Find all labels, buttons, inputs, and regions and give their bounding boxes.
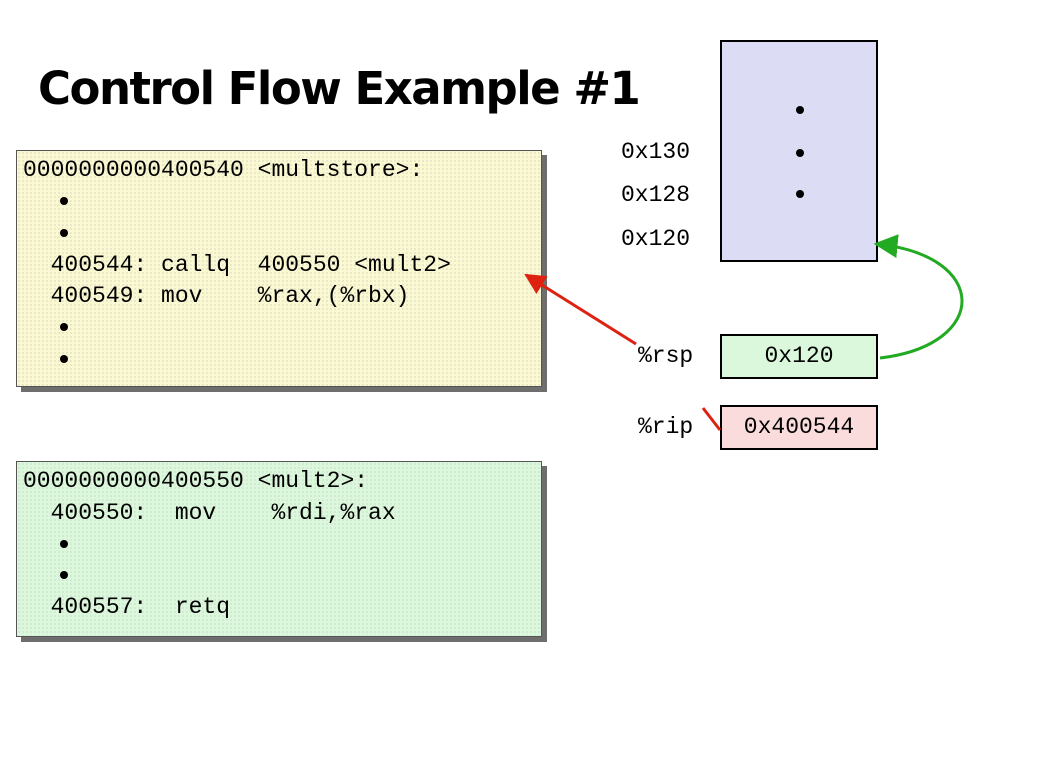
- stack-ellipsis-dot: [796, 149, 804, 157]
- ellipsis-dot: [60, 228, 68, 237]
- code-ellipsis-line: [23, 187, 541, 219]
- ellipsis-dot: [60, 571, 68, 580]
- code-function-header: 0000000000400540 <multstore>:: [23, 157, 424, 183]
- ellipsis-dot: [60, 197, 68, 206]
- mult2-code-block: 0000000000400550 <mult2>: 400550: mov %r…: [16, 461, 542, 637]
- code-ellipsis-line: [23, 344, 541, 376]
- stack-ellipsis-dot: [796, 190, 804, 198]
- stack-address-0x128: 0x128: [621, 182, 691, 208]
- code-ellipsis-line: [23, 561, 541, 593]
- stack-address-0x130: 0x130: [621, 139, 691, 165]
- code-line: 400544: callq 400550 <mult2>: [23, 251, 451, 278]
- rip-to-code-arrow: [524, 273, 637, 346]
- rsp-label: %rsp: [638, 343, 694, 369]
- multstore-code-block: 0000000000400540 <multstore>: 400544: ca…: [16, 150, 542, 387]
- slide-title: Control Flow Example #1: [38, 62, 641, 115]
- code-ellipsis-line: [23, 529, 541, 561]
- code-line: 400557: retq: [23, 594, 231, 620]
- ellipsis-dot: [60, 323, 68, 332]
- rsp-to-stack-arrow: [873, 234, 964, 360]
- rip-to-code-arrow-tail: [701, 407, 722, 431]
- rsp-register: 0x120: [720, 334, 878, 379]
- stack-address-0x120: 0x120: [621, 226, 691, 252]
- code-line: 400550: mov %rdi,%rax: [23, 499, 396, 526]
- code-ellipsis-line: [23, 218, 541, 250]
- ellipsis-dot: [60, 354, 68, 363]
- stack-ellipsis-dot: [796, 106, 804, 114]
- rip-register: 0x400544: [720, 405, 878, 450]
- code-function-header: 0000000000400550 <mult2>:: [23, 468, 369, 494]
- ellipsis-dot: [60, 539, 68, 548]
- code-line: 400549: mov %rax,(%rbx): [23, 283, 410, 309]
- code-ellipsis-line: [23, 313, 541, 345]
- rip-label: %rip: [638, 414, 694, 440]
- stack-memory: [720, 40, 878, 262]
